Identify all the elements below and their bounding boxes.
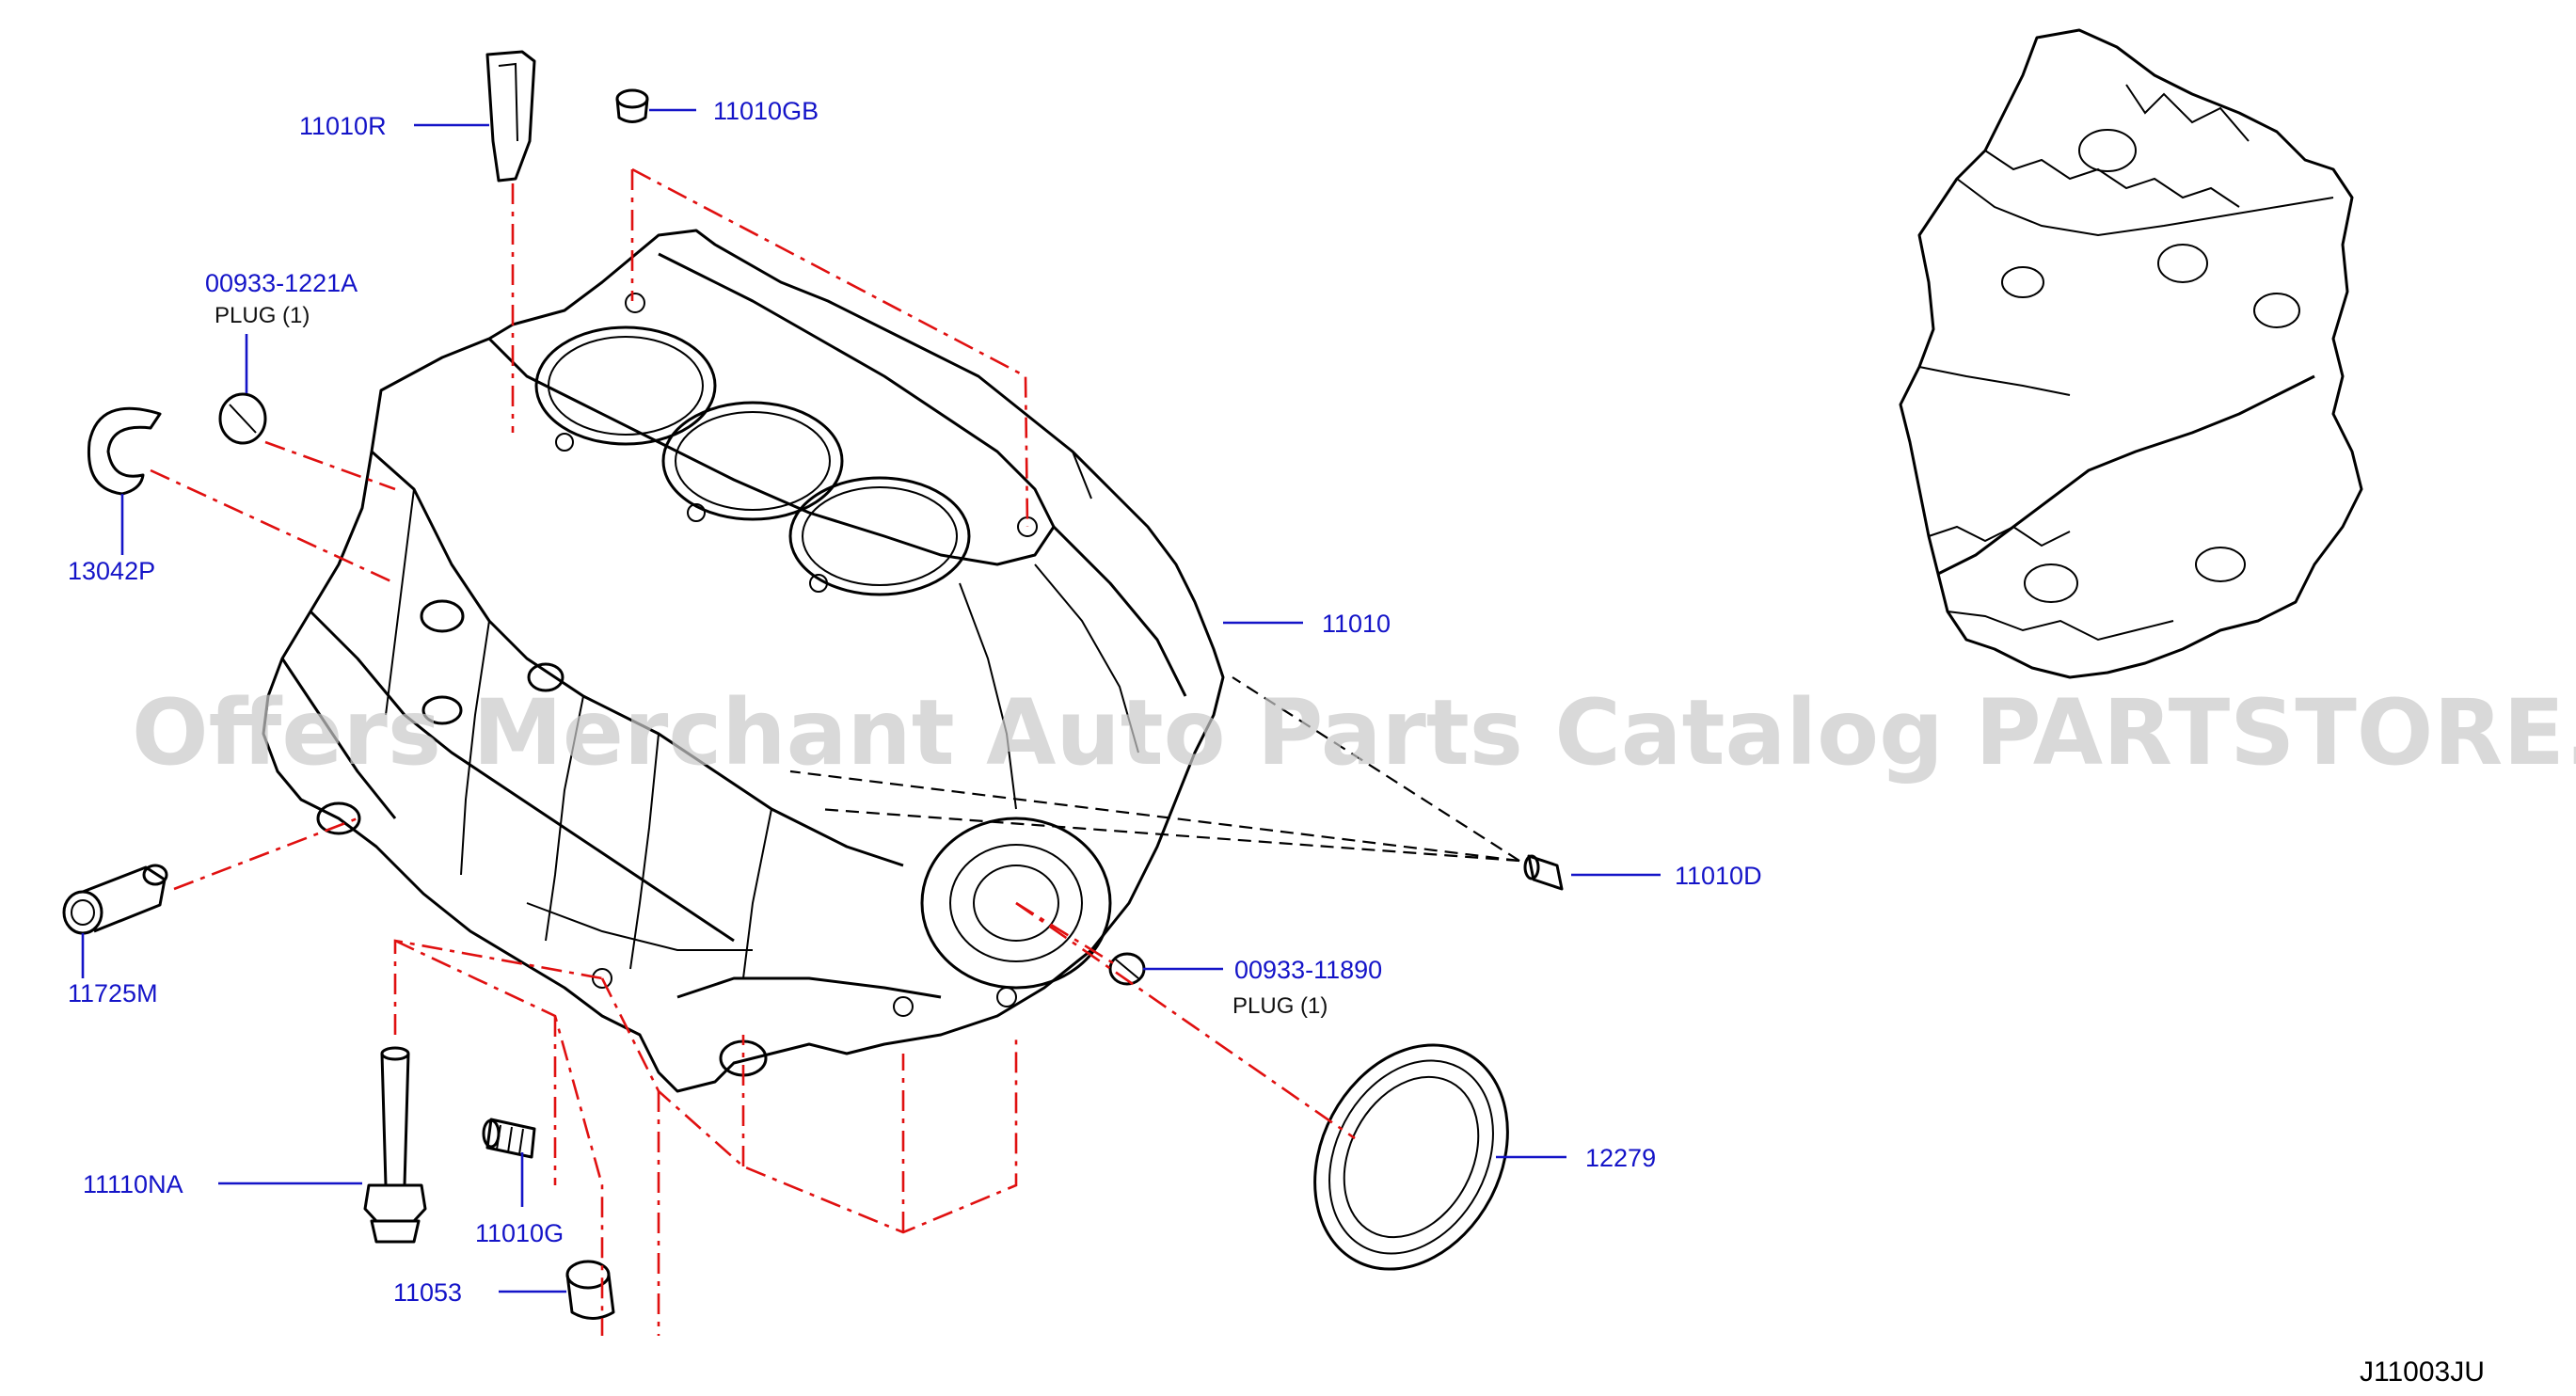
part-11010GB-drawing[interactable] (615, 88, 649, 123)
part-00933-1221A-drawing[interactable] (218, 392, 267, 445)
diagram-code: J11003JU (2360, 1356, 2485, 1388)
part-13042P-drawing[interactable] (87, 406, 162, 496)
label-13042P[interactable]: 13042P (68, 557, 155, 585)
label-11010R[interactable]: 11010R (299, 112, 387, 140)
part-11725M-drawing[interactable] (62, 864, 168, 935)
label-11053[interactable]: 11053 (393, 1278, 462, 1307)
watermark: Offers Merchant Auto Parts Catalog PARTS… (132, 680, 2576, 785)
dowel-pointer-lines (789, 676, 1520, 863)
part-11110NA-drawing[interactable] (363, 1046, 427, 1244)
assembly-guide-lines (150, 167, 1356, 1336)
leader-lines (81, 108, 1661, 1293)
label-00933-1221A[interactable]: 00933-1221A (205, 269, 358, 297)
label-11725M[interactable]: 11725M (68, 979, 158, 1007)
label-11010[interactable]: 11010 (1322, 610, 1391, 638)
label-11010G[interactable]: 11010G (475, 1219, 564, 1247)
part-12279-drawing[interactable] (1277, 1011, 1545, 1303)
part-labels: 11010R 11010GB 00933-1221A PLUG (1) 1304… (68, 97, 1762, 1307)
label-12279[interactable]: 12279 (1585, 1144, 1656, 1172)
part-11010G-drawing[interactable] (482, 1118, 536, 1159)
label-11110NA[interactable]: 11110NA (83, 1170, 183, 1198)
label-00933-11890-qty: PLUG (1) (1232, 993, 1328, 1019)
label-11010GB[interactable]: 11010GB (713, 97, 819, 125)
label-00933-1221A-qty: PLUG (1) (215, 303, 310, 328)
label-11010D[interactable]: 11010D (1675, 862, 1762, 890)
block-reference-view (1899, 28, 2363, 679)
part-11010D-drawing[interactable] (1523, 854, 1564, 891)
part-11010R-drawing[interactable] (485, 50, 536, 182)
part-11053-drawing[interactable] (565, 1260, 615, 1320)
cylinder-block-drawing[interactable] (262, 229, 1225, 1093)
label-00933-11890[interactable]: 00933-11890 (1234, 956, 1382, 984)
